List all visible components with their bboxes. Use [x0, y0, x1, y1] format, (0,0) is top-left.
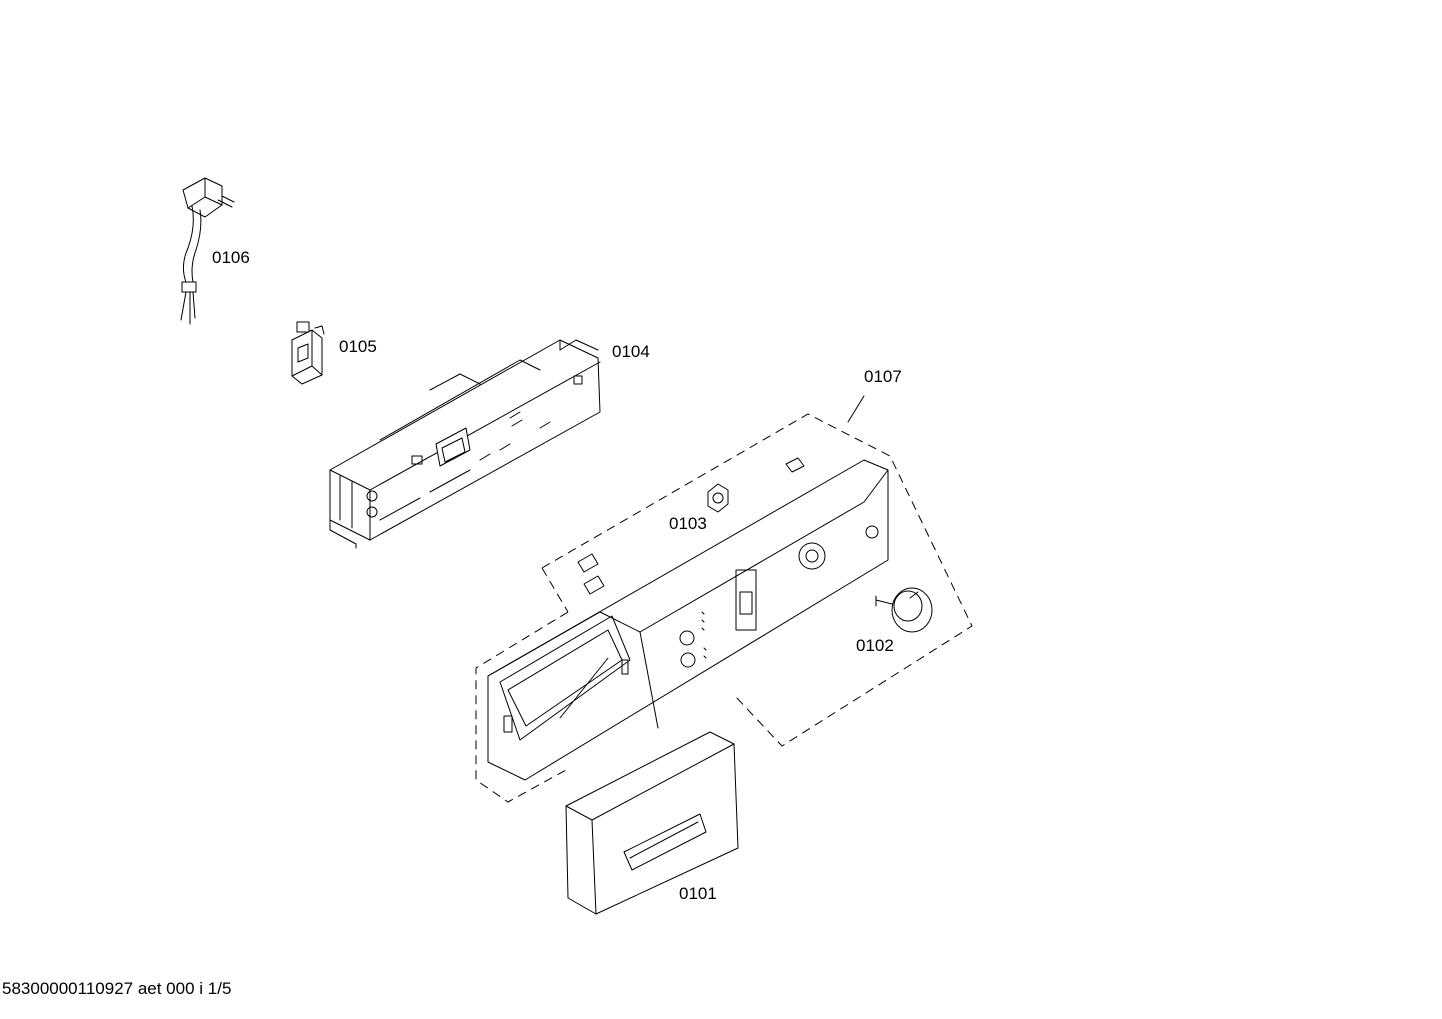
- part-label-0107: 0107: [864, 367, 902, 386]
- document-code: 58300000110927 aet 000 i 1/5: [2, 979, 232, 998]
- part-label-0102: 0102: [856, 636, 894, 655]
- control-module-drawing: [329, 339, 601, 549]
- fascia-assembly-outline: [475, 395, 973, 803]
- part-label-0103: 0103: [669, 514, 707, 533]
- part-label-0105: 0105: [339, 337, 377, 356]
- push-button-drawing: [577, 457, 805, 595]
- part-label-0106: 0106: [212, 248, 250, 267]
- mains-cable-drawing: [180, 177, 235, 325]
- suppressor-drawing: [291, 321, 325, 385]
- part-label-0104: 0104: [612, 342, 650, 361]
- dispenser-handle-drawing: [565, 731, 739, 915]
- programme-knob-drawing: [875, 587, 933, 633]
- part-label-0101: 0101: [679, 884, 717, 903]
- fascia-panel-drawing: [487, 459, 889, 781]
